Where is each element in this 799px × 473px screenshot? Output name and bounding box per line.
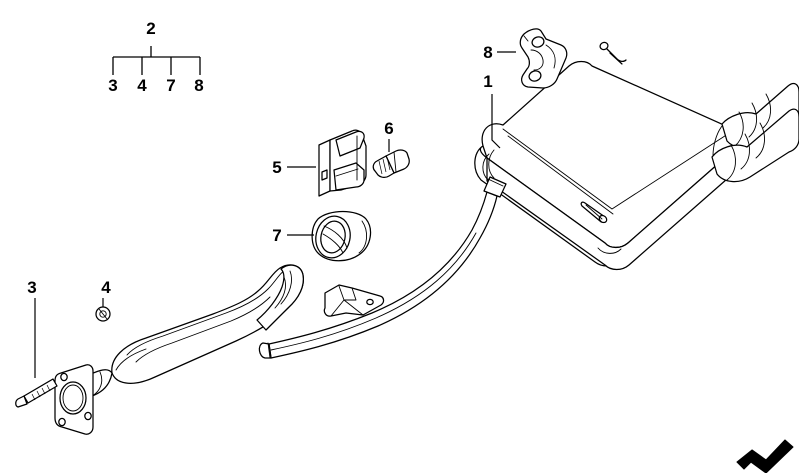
label-8: 8	[483, 43, 492, 62]
hex-bolt-shank	[372, 155, 395, 178]
tailpipe-lower-ring-3	[755, 122, 765, 159]
muffler-lip-curve	[597, 247, 622, 254]
bolt-thread-1	[31, 393, 36, 401]
leader-lines	[34, 51, 516, 378]
ring-web-1	[323, 225, 348, 249]
mid-pipe-inlet-ring	[487, 178, 504, 187]
direction-arrow-icon	[736, 439, 794, 473]
midpipe-bracket-tab	[343, 287, 357, 301]
label-2: 2	[146, 19, 155, 38]
hanger-hole-upper	[531, 36, 545, 48]
label-6: 6	[384, 119, 393, 138]
flange-nut-part	[95, 306, 111, 322]
nut-facet	[98, 308, 108, 320]
bolt-head	[15, 395, 28, 408]
leader-1	[491, 94, 501, 149]
label-7: 7	[272, 226, 281, 245]
label-1: 1	[483, 72, 492, 91]
resonator-top-highlight	[126, 268, 288, 356]
rubber-ring-grommet	[311, 210, 372, 262]
mid-pipe-outlet-ring	[267, 342, 271, 359]
mid-pipe-inlet-sleeve	[483, 176, 507, 198]
stud-top-head	[599, 41, 609, 51]
clamp-plate-slot	[321, 169, 328, 181]
bolt6-thread-1	[378, 160, 383, 175]
bolt6-thread-2	[382, 158, 387, 173]
nut-bore	[99, 310, 107, 318]
hanger-top-crease	[523, 35, 529, 42]
exhaust-flange	[54, 364, 94, 435]
resonator-neck-ring-1	[280, 270, 292, 305]
label-3: 3	[27, 278, 36, 297]
label-5: 5	[272, 158, 281, 177]
tailpipe-lower	[711, 108, 799, 183]
bolt-thread-2	[36, 390, 41, 398]
tailpipe-upper-ring-1	[734, 111, 744, 147]
tailpipe-upper-ring-2	[748, 102, 757, 138]
tailpipe-junction	[712, 125, 723, 157]
flange-hole-top	[60, 372, 68, 382]
stud-lower-line	[585, 204, 603, 220]
hanger-hole-lower	[528, 70, 542, 82]
bolt-thread-4	[46, 384, 51, 392]
resonator-neck-ring-2	[274, 276, 286, 309]
stud-top-wire	[605, 47, 627, 62]
muffler-top-stud	[599, 41, 627, 65]
label-8-group: 8	[194, 76, 203, 95]
flange-hole-right	[84, 411, 92, 421]
bolt6-head-facet	[393, 151, 397, 173]
bolt6-thread-3	[386, 156, 391, 171]
front-resonator-assembly	[15, 264, 305, 435]
rear-silencer-muffler	[474, 41, 799, 271]
flange-center-bore-inner	[62, 384, 84, 412]
tailpipe-lower-ring-2	[740, 133, 750, 170]
midpipe-bracket-hole	[366, 298, 374, 306]
tailpipe-lower-ring-1	[726, 144, 736, 181]
stud-lower-head	[598, 214, 608, 224]
muffler-top-face	[481, 60, 741, 249]
flange-bolt-part	[15, 378, 58, 408]
flange-hole-bottom	[58, 417, 66, 427]
resonator-inner-band	[135, 296, 271, 363]
clamp-lower-edge	[335, 168, 359, 177]
mid-pipe-highlight	[270, 232, 477, 351]
muffler-end-seam	[482, 153, 490, 181]
ring-web-2	[322, 233, 344, 254]
label-4-group: 4	[137, 76, 147, 95]
label-3-group: 3	[108, 76, 117, 95]
direction-arrow-shape	[736, 439, 794, 473]
ring-back-edge	[358, 220, 367, 254]
muffler-top-crease	[502, 128, 732, 210]
mid-connecting-pipe	[258, 176, 507, 359]
group-bracket-2	[112, 46, 201, 75]
bolt-thread-3	[41, 387, 46, 395]
ring-front-bore	[320, 220, 346, 254]
clamp-plate	[318, 139, 331, 197]
tailpipe-upper-ring-3	[762, 93, 771, 129]
hanger-inner-loop	[530, 49, 544, 71]
hanger-inner-edge	[545, 44, 556, 69]
muffler-end-seam-2	[488, 149, 495, 179]
rubber-hanger-mount	[519, 28, 568, 89]
stud-top-shaft	[609, 52, 623, 65]
resonator-body	[111, 264, 305, 384]
resonator-inlet-ring	[91, 371, 103, 397]
muffler-seam-a	[507, 135, 614, 215]
flange-center-bore	[59, 381, 87, 415]
midpipe-bracket-body	[323, 284, 385, 317]
bolt-shank	[23, 378, 58, 404]
hex-bolt	[372, 149, 410, 178]
label-7-group: 7	[166, 76, 175, 95]
clamp-bracket	[318, 129, 367, 197]
resonator-lower-crease	[115, 348, 147, 371]
midpipe-bracket-edge	[343, 299, 364, 316]
muffler-lower-stud	[580, 201, 608, 224]
part-number-labels: 2 3 4 7 8 8 1 6 5 7 3 4	[27, 19, 492, 297]
label-4: 4	[101, 278, 111, 297]
midpipe-hanger-bracket	[323, 284, 385, 317]
